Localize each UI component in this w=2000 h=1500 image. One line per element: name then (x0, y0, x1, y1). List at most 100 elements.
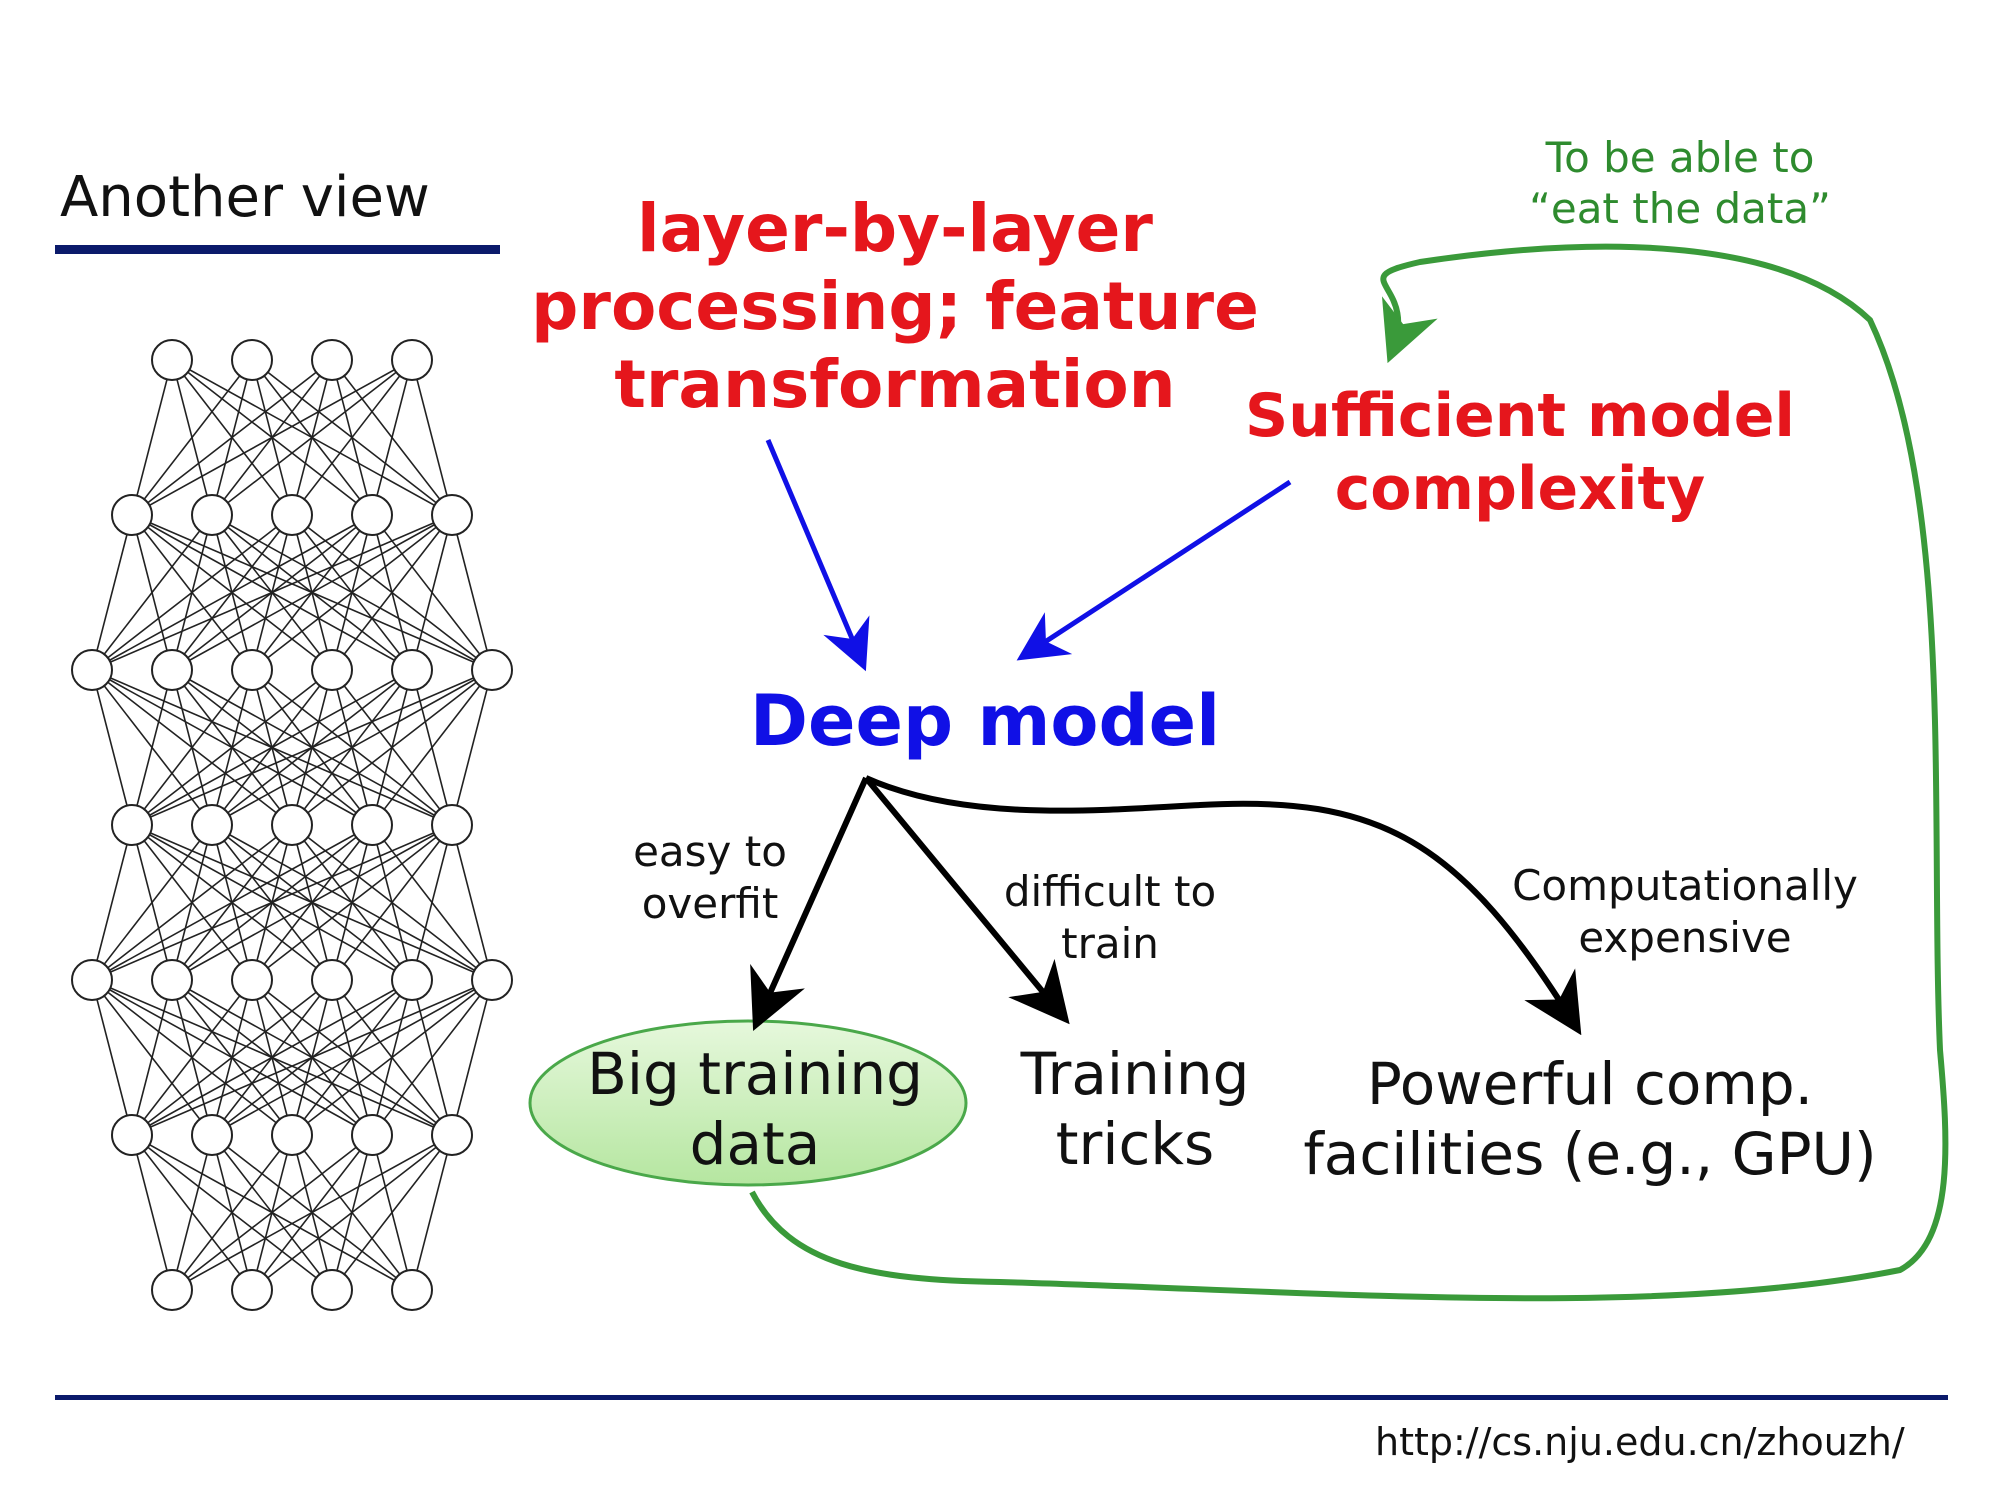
model-complexity-node: Sufficient model complexity (1220, 380, 1820, 526)
network-edge (91, 979, 133, 1136)
network-node (311, 1269, 353, 1311)
network-edge (251, 824, 453, 981)
arrow-deep-to-gpu (864, 775, 1582, 1036)
network-edge (171, 1134, 293, 1291)
network-edge (371, 979, 493, 1136)
network-edge (331, 824, 453, 981)
network-node (431, 1114, 473, 1156)
deep-model-node: Deep model (749, 680, 1221, 762)
eat-data-note: To be able to “eat the data” (1500, 132, 1860, 234)
title-underline (55, 245, 500, 254)
training-tricks-node: Training tricks (1005, 1040, 1265, 1179)
network-node (191, 804, 233, 846)
network-node (271, 1114, 313, 1156)
network-edge (91, 514, 373, 671)
big-data-ellipse (528, 1019, 968, 1187)
network-node (391, 1269, 433, 1311)
slide-title: Another view (60, 165, 430, 230)
network-edge (131, 359, 413, 516)
overfit-label: easy to overfit (600, 826, 820, 930)
network-edge (171, 824, 453, 981)
network-node (391, 339, 433, 381)
network-node (271, 804, 313, 846)
network-edge (91, 824, 293, 981)
network-node (111, 1114, 153, 1156)
network-node (231, 959, 273, 1001)
network-edge (131, 669, 253, 826)
network-node (231, 649, 273, 691)
expensive-label-line: Computationally (1512, 861, 1858, 910)
network-node (351, 1114, 393, 1156)
network-node (151, 339, 193, 381)
network-node (151, 1269, 193, 1311)
network-edge (371, 669, 493, 826)
arrow-deep-to-data (750, 776, 869, 1031)
network-edge (171, 1134, 373, 1291)
green-feedback-loop (749, 243, 1949, 1302)
network-node (471, 649, 513, 691)
overfit-label-line: easy to (633, 827, 787, 876)
network-edge (91, 514, 213, 671)
network-edge (131, 359, 253, 516)
network-edge (171, 1134, 213, 1291)
network-edge (131, 979, 413, 1136)
network-edge (331, 514, 453, 671)
network-edge (91, 514, 293, 671)
network-nodes (71, 339, 513, 1311)
overfit-label-line: overfit (641, 879, 779, 929)
powerful-comp-line: facilities (e.g., GPU) (1303, 1119, 1877, 1188)
network-node (111, 804, 153, 846)
network-node (151, 649, 193, 691)
network-edge (411, 824, 453, 981)
network-node (431, 494, 473, 536)
network-node (231, 1269, 273, 1311)
network-node (191, 1114, 233, 1156)
network-edge (371, 359, 413, 516)
network-edge (131, 669, 333, 826)
network-node (471, 959, 513, 1001)
footer-url: http://cs.nju.edu.cn/zhouzh/ (1375, 1420, 1905, 1464)
network-node (391, 649, 433, 691)
network-node (191, 494, 233, 536)
layer-processing-line: layer-by-layer (637, 190, 1153, 267)
layer-processing-line: transformation (614, 345, 1176, 423)
network-node (431, 804, 473, 846)
network-edge (91, 669, 133, 826)
network-node (111, 494, 153, 536)
difficult-label-line: train (1061, 919, 1159, 969)
big-data-node: Big training data (555, 1040, 955, 1179)
eat-data-line: “eat the data” (1529, 184, 1831, 234)
network-node (231, 339, 273, 381)
layer-processing-line: processing; feature (531, 267, 1259, 345)
model-complexity-line: Sufficient model (1245, 381, 1795, 451)
big-data-line: Big training (587, 1040, 923, 1108)
network-edge (131, 1134, 173, 1291)
network-edges (91, 359, 493, 1291)
network-edge (91, 824, 453, 981)
network-edge (131, 979, 493, 1136)
training-tricks-line: tricks (1055, 1109, 1215, 1178)
eat-data-line: To be able to (1545, 133, 1815, 182)
network-edge (131, 359, 173, 516)
footer-rule (55, 1395, 1948, 1400)
big-data-line: data (689, 1109, 821, 1178)
network-edge (451, 979, 493, 1136)
network-edge (91, 514, 133, 671)
network-edge (411, 1134, 453, 1291)
network-node (71, 649, 113, 691)
network-edge (451, 669, 493, 826)
network-edge (91, 824, 213, 981)
arrow-layer-to-deep (765, 439, 870, 672)
network-node (271, 494, 313, 536)
difficult-label-line: difficult to (1003, 867, 1217, 916)
network-edge (291, 979, 493, 1136)
network-edge (411, 514, 453, 671)
network-edge (131, 979, 333, 1136)
network-edge (211, 669, 493, 826)
difficult-label: difficult to train (985, 866, 1235, 970)
network-edge (411, 359, 453, 516)
network-edge (251, 1134, 453, 1291)
